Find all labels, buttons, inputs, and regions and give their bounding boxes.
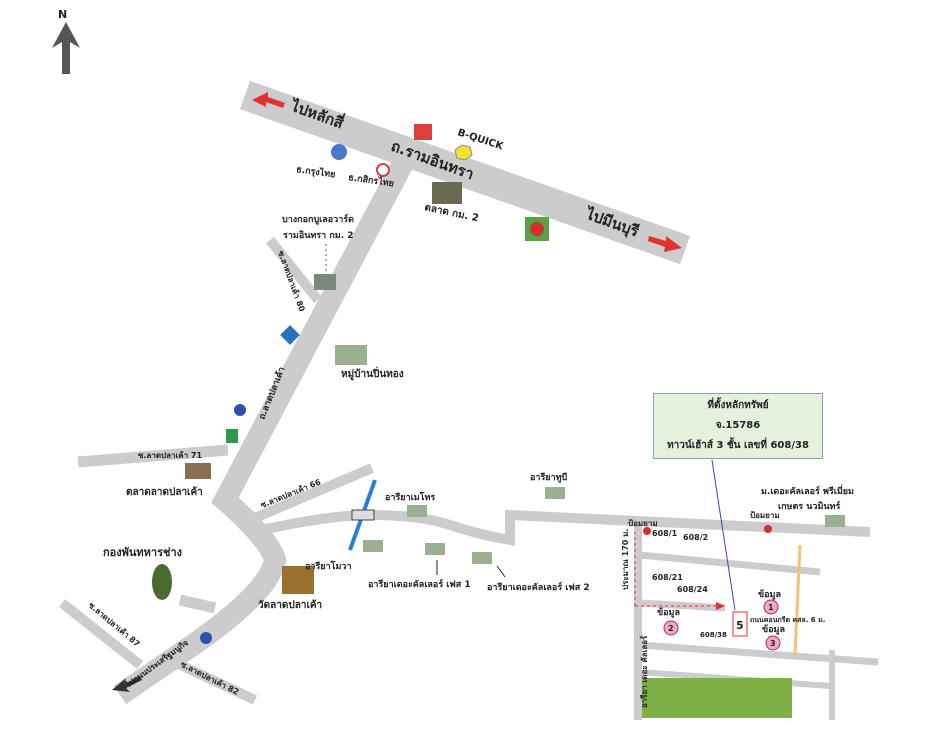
label-distance: ประมาณ 170 ม. [621, 529, 630, 590]
label-areeya-color1: อารียาเดอะคัลเลอร์ เฟส 1 [368, 578, 471, 590]
label-areeya-metro: อารียาเมโทร [385, 491, 435, 503]
soi-71 [77, 444, 229, 468]
army-soi [178, 594, 217, 614]
label-soi-71: ซ.ลาดปลาเค้า 71 [138, 450, 202, 460]
pointer-arrow-2 [496, 565, 506, 578]
property-callout: ที่ตั้งหลักทรัพย์ จ.15786 ทาวน์เฮ้าส์ 3 … [653, 393, 823, 459]
north-label: N [58, 8, 67, 21]
ktb-bank-icon [331, 144, 347, 160]
kbank-icon [376, 163, 390, 177]
label-info-3: ข้อมูล [762, 624, 785, 635]
info-badge-3 [765, 635, 781, 651]
label-main-soi: อารียา เดอะ คัลเลอร์ [639, 635, 649, 708]
areeya-tobe-icon [545, 487, 565, 499]
village-icon [335, 345, 367, 365]
canal-line [793, 544, 802, 656]
label-guard2: ป้อมยาม [750, 510, 780, 520]
army-icon [152, 564, 172, 600]
label-market-lpk: ตลาดลาดปลาเค้า [126, 486, 203, 498]
areeya-color2-icon [472, 552, 492, 564]
arrow-east-icon [648, 236, 682, 252]
gas-station-icon [234, 404, 246, 416]
route-arrow-icon [716, 602, 725, 610]
label-army: กองพันทหารช่าง [103, 546, 182, 559]
label-hospital-2: รามอินทรา กม. 2 [283, 230, 354, 241]
arrow-southwest-icon [112, 676, 142, 692]
label-pinthong: หมู่บ้านปิ่นทอง [341, 366, 404, 381]
label-info-1: ข้อมูล [758, 589, 781, 600]
label-market-km2: ตลาด กม. 2 [423, 202, 479, 224]
project-icon [825, 515, 845, 527]
label-ktb: ธ.กรุงไทย [296, 163, 337, 180]
guard1-icon [643, 527, 651, 535]
target-number: 5 [736, 619, 744, 632]
label-hospital: บางกอกบูเลอวาร์ด [282, 213, 354, 225]
label-areeya-color2: อารียาเดอะคัลเลอร์ เฟส 2 [487, 581, 590, 593]
temple-photo [282, 566, 314, 594]
market-lpk-photo [185, 463, 211, 479]
label-house-608-24: 608/24 [677, 585, 708, 594]
label-concrete-road: ถนนคอนกรีต คสล. 6 ม. [750, 616, 825, 624]
label-guard1: ป้อมยาม [628, 518, 658, 528]
areeya-color1-icon [425, 543, 445, 555]
soi-80 [266, 236, 322, 304]
market-km2-photo [432, 182, 462, 204]
info-badge-1 [763, 599, 779, 615]
label-info-2: ข้อมูล [657, 607, 680, 618]
mcdonalds-icon [414, 124, 432, 140]
bridge-icon [351, 509, 375, 521]
ptt-station-icon [280, 325, 300, 345]
label-project: ม.เดอะคัลเลอร์ พรีเมี่ยม [761, 484, 854, 497]
label-house-608-2: 608/2 [683, 533, 708, 542]
target-property-marker [732, 611, 748, 637]
label-areeya-tobe: อารียาทูบี [530, 472, 568, 483]
hospital-icon [314, 274, 336, 290]
areeya-metro-icon [407, 505, 427, 517]
info-badge-2 [663, 620, 679, 636]
areeya-road [260, 509, 871, 546]
info-number-1: 1 [768, 603, 774, 612]
info-number-2: 2 [668, 624, 674, 633]
label-temple: วัดลาดปลาเค้า [258, 599, 322, 611]
label-project-2: เกษตร นวมินทร์ [778, 500, 840, 512]
callout-desc: ทาวน์เฮ้าส์ 3 ชั้น เลขที่ 608/38 [667, 440, 809, 451]
areeya-mova-icon [363, 540, 383, 552]
ramintra-road [240, 80, 690, 265]
callout-title: ที่ตั้งหลักทรัพย์ [707, 400, 769, 411]
north-arrow-icon [52, 22, 80, 74]
bquick-icon [454, 144, 473, 161]
arrow-west-icon [252, 92, 285, 108]
gas-station-icon-2 [200, 632, 212, 644]
callout-pointer [711, 459, 736, 611]
route-dashed-line [634, 532, 720, 607]
lat-pla-khao-road [113, 144, 420, 705]
label-soi-82: ซ.ลาดปลาเค้า 82 [179, 659, 241, 697]
guard2-icon [764, 525, 772, 533]
park-area [642, 678, 792, 718]
soi-66 [248, 463, 374, 525]
bigc-logo-icon [530, 222, 544, 236]
info-number-3: 3 [770, 639, 776, 648]
label-house-608-21: 608/21 [652, 573, 683, 582]
label-areeya-mova: อารียาโมวา [305, 560, 352, 572]
label-house-608-38: 608/38 [700, 631, 727, 639]
callout-deed: จ.15786 [715, 420, 761, 431]
label-house-608-1: 608/1 [652, 529, 678, 538]
soi-82 [167, 655, 258, 705]
soi-87 [58, 599, 144, 669]
seven-eleven-icon [226, 429, 238, 443]
